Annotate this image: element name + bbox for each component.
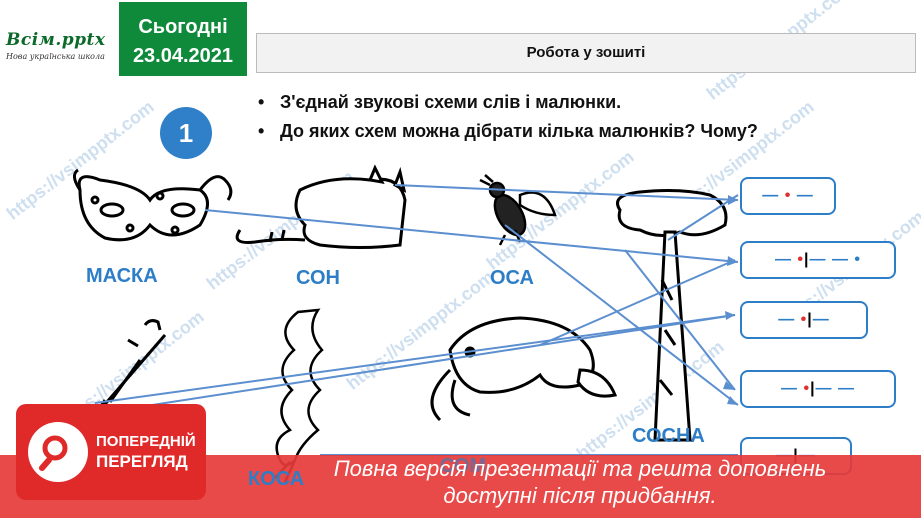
scheme-dash: —	[812, 311, 830, 328]
word-maska: МАСКА	[86, 265, 158, 287]
notice-line-1: Повна версія презентації та решта доповн…	[333, 456, 827, 481]
preview-line-1: ПОПЕРЕДНІЙ	[96, 433, 196, 450]
sound-scheme-2[interactable]: — •|— — •	[740, 241, 896, 279]
preview-label: ПОПЕРЕДНІЙ ПЕРЕГЛЯД	[96, 432, 196, 472]
slide-title: Робота у зошиті	[256, 33, 916, 73]
date-box: Сьогодні 23.04.2021	[117, 0, 249, 78]
preview-line-2: ПЕРЕГЛЯД	[96, 452, 188, 471]
scheme-divider: |	[804, 251, 810, 268]
task-item: • З'єднай звукові схеми слів і малюнки.	[258, 92, 898, 113]
wasp-picture	[479, 174, 557, 246]
purchase-notice: Повна версія презентації та решта доповн…	[250, 455, 910, 509]
preview-button[interactable]: ПОПЕРЕДНІЙ ПЕРЕГЛЯД	[16, 404, 206, 500]
logo: Всім.pptx Нова українська школа	[6, 30, 114, 76]
scheme-dot: •	[797, 251, 805, 268]
date-value: 23.04.2021	[132, 45, 234, 67]
scheme-dash: —	[762, 187, 780, 204]
word-sosna: СОСНА	[632, 425, 705, 447]
logo-main: Всім.pptx	[6, 30, 106, 50]
logo-sub: Нова українська школа	[6, 52, 105, 61]
cat-picture	[235, 164, 407, 249]
bullet: •	[258, 121, 265, 141]
scheme-dot: •	[800, 311, 808, 328]
word-kosa: КОСА	[248, 468, 305, 490]
arrow-heads	[723, 195, 738, 405]
header: Всім.pptx Нова українська школа Сьогодні…	[0, 0, 921, 78]
word-osa: ОСА	[490, 267, 534, 289]
scheme-dot: •	[803, 380, 811, 397]
search-icon	[28, 422, 88, 482]
task-text: До яких схем можна дібрати кілька малюнк…	[280, 121, 758, 141]
scheme-dash: —	[796, 187, 814, 204]
pine-picture	[616, 189, 728, 442]
scheme-dashes: — —	[815, 380, 855, 397]
notice-line-2: доступні після придбання.	[443, 483, 717, 508]
task-number-badge: 1	[160, 107, 212, 159]
bullet: •	[258, 92, 265, 112]
scheme-dash: —	[778, 311, 796, 328]
scheme-dot: •	[784, 187, 792, 204]
catfish-picture	[430, 316, 618, 422]
task-text: З'єднай звукові схеми слів і малюнки.	[280, 92, 622, 112]
sound-scheme-4[interactable]: — •|— —	[740, 370, 896, 408]
mask-picture	[73, 168, 233, 242]
sound-scheme-1[interactable]: — • —	[740, 177, 836, 215]
scheme-dash: —	[781, 380, 798, 397]
scheme-divider: |	[807, 311, 813, 328]
scheme-dash: —	[774, 251, 792, 268]
task-list: • З'єднай звукові схеми слів і малюнки. …	[258, 92, 898, 150]
sound-scheme-3[interactable]: — •|—	[740, 301, 868, 339]
task-item: • До яких схем можна дібрати кілька малю…	[258, 121, 898, 142]
scheme-dashes: — — •	[809, 251, 862, 268]
word-som: СОМ	[440, 455, 487, 477]
scheme-divider: |	[810, 380, 816, 397]
word-son: СОН	[296, 267, 340, 289]
today-label: Сьогодні	[138, 16, 228, 38]
